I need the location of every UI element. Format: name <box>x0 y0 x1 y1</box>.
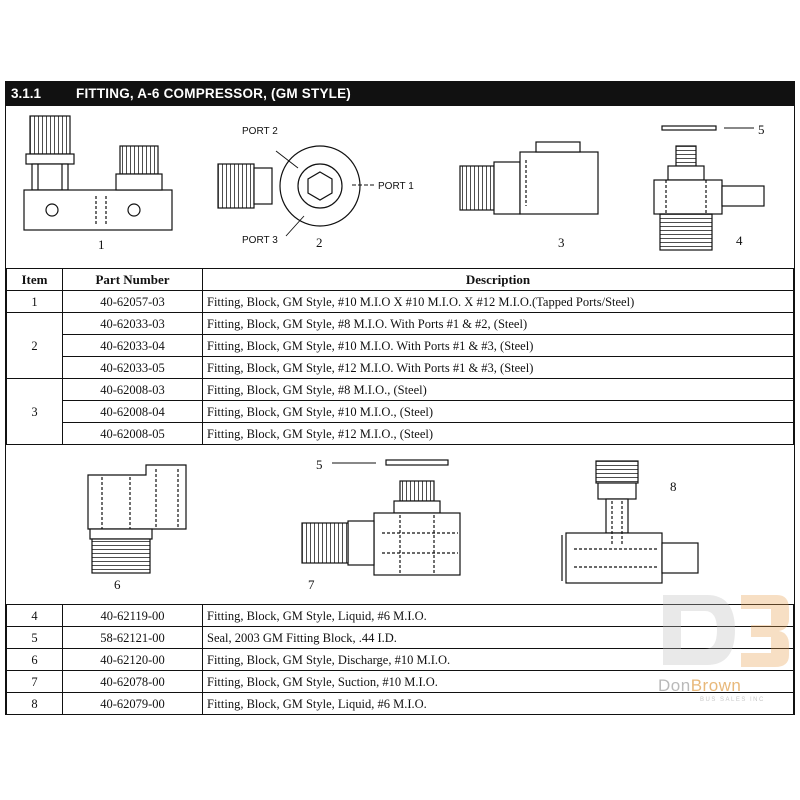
table-row: 2 40-62033-03 Fitting, Block, GM Style, … <box>6 312 794 379</box>
part-number-cell: 58-62121-00 <box>62 626 203 649</box>
section-number: 3.1.1 <box>11 86 42 101</box>
part-number-cell: 40-62119-00 <box>62 604 203 627</box>
section-header: 3.1.1 FITTING, A-6 COMPRESSOR, (GM STYLE… <box>6 82 794 106</box>
description-cell: Fitting, Block, GM Style, Discharge, #10… <box>202 648 794 671</box>
part-number-cell: 40-62078-00 <box>62 670 203 693</box>
table-row: 3 40-62008-03 Fitting, Block, GM Style, … <box>6 378 794 445</box>
col-header-part-number: Part Number <box>62 268 203 291</box>
figures-bottom: 5 6 7 8 <box>6 444 794 605</box>
item-cell: 4 <box>6 604 63 627</box>
seal-callout-bottom: 5 <box>316 457 323 472</box>
description-cell: Fitting, Block, GM Style, Liquid, #6 M.I… <box>202 604 794 627</box>
col-header-description: Description <box>202 268 794 291</box>
watermark-brand: DonBrown <box>658 676 741 696</box>
table-row: 40-62033-05 Fitting, Block, GM Style, #1… <box>7 356 794 379</box>
figure-label-1: 1 <box>98 237 105 252</box>
description-cell: Fitting, Block, GM Style, #10 M.I.O., (S… <box>202 400 794 423</box>
fitting-figure-2 <box>217 145 376 237</box>
figures-bottom-drawing: 5 6 7 8 <box>87 457 699 592</box>
table-row: 40-62008-04 Fitting, Block, GM Style, #1… <box>7 400 794 423</box>
figure-label-6: 6 <box>114 577 121 592</box>
figures-top-drawing: PORT 2 PORT 1 PORT 3 5 1 2 3 4 <box>23 115 765 252</box>
fitting-figure-6 <box>87 464 187 574</box>
section-title: FITTING, A-6 COMPRESSOR, (GM STYLE) <box>76 86 352 101</box>
part-number-cell: 40-62120-00 <box>62 648 203 671</box>
description-cell: Fitting, Block, GM Style, #12 M.I.O., (S… <box>202 422 794 445</box>
part-number-cell: 40-62057-03 <box>62 290 203 313</box>
item-cell: 7 <box>6 670 63 693</box>
parts-table-top: Item Part Number Description 1 40-62057-… <box>6 268 794 445</box>
part-number-cell: 40-62033-05 <box>62 356 203 379</box>
item-cell: 6 <box>6 648 63 671</box>
parts-sheet: 3.1.1 FITTING, A-6 COMPRESSOR, (GM STYLE… <box>5 81 795 715</box>
part-number-cell: 40-62008-04 <box>62 400 203 423</box>
fitting-figure-3 <box>459 141 599 215</box>
figures-top: PORT 2 PORT 1 PORT 3 5 1 2 3 4 <box>6 106 794 268</box>
table-row: 40-62008-05 Fitting, Block, GM Style, #1… <box>7 422 794 445</box>
part-number-cell: 40-62079-00 <box>62 692 203 715</box>
item-cell: 3 <box>6 378 63 445</box>
table-header-row: Item Part Number Description <box>6 268 794 291</box>
part-number-cell: 40-62008-03 <box>62 378 203 401</box>
item-cell: 5 <box>6 626 63 649</box>
col-header-item: Item <box>6 268 63 291</box>
description-cell: Fitting, Block, GM Style, #8 M.I.O., (St… <box>202 378 794 401</box>
fitting-figure-1 <box>23 115 173 231</box>
part-number-cell: 40-62033-03 <box>62 312 203 335</box>
port-2-label: PORT 2 <box>242 126 278 137</box>
parts-table-bottom: 4 40-62119-00 Fitting, Block, GM Style, … <box>6 604 794 715</box>
description-cell: Fitting, Block, GM Style, #8 M.I.O. With… <box>202 312 794 335</box>
fitting-figure-8 <box>561 460 699 584</box>
figure-label-8: 8 <box>670 479 677 494</box>
description-cell: Fitting, Block, GM Style, #12 M.I.O. Wit… <box>202 356 794 379</box>
fitting-figure-4 <box>653 125 765 251</box>
port-3-label: PORT 3 <box>242 235 278 246</box>
figure-label-2: 2 <box>316 235 323 250</box>
description-cell: Fitting, Block, GM Style, #10 M.I.O X #1… <box>202 290 794 313</box>
table-row: 40-62033-04 Fitting, Block, GM Style, #1… <box>7 334 794 357</box>
item-cell: 2 <box>6 312 63 379</box>
figure-label-7: 7 <box>308 577 315 592</box>
item-cell: 1 <box>6 290 63 313</box>
table-row: 8 40-62079-00 Fitting, Block, GM Style, … <box>6 692 794 715</box>
table-row: 4 40-62119-00 Fitting, Block, GM Style, … <box>6 604 794 627</box>
seal-callout-top: 5 <box>758 122 765 137</box>
watermark-subtitle: BUS SALES INC <box>700 697 765 703</box>
figure-label-4: 4 <box>736 233 743 248</box>
part-number-cell: 40-62033-04 <box>62 334 203 357</box>
fitting-figure-7 <box>301 459 461 576</box>
table-row: 6 40-62120-00 Fitting, Block, GM Style, … <box>6 648 794 671</box>
table-row: 5 58-62121-00 Seal, 2003 GM Fitting Bloc… <box>6 626 794 649</box>
port-1-label: PORT 1 <box>378 181 414 192</box>
description-cell: Fitting, Block, GM Style, Liquid, #6 M.I… <box>202 692 794 715</box>
watermark-brand-a: Don <box>658 676 691 695</box>
description-cell: Seal, 2003 GM Fitting Block, .44 I.D. <box>202 626 794 649</box>
watermark-brand-b: Brown <box>690 676 742 695</box>
table-row: 1 40-62057-03 Fitting, Block, GM Style, … <box>6 290 794 313</box>
figure-label-3: 3 <box>558 235 565 250</box>
item-cell: 8 <box>6 692 63 715</box>
part-number-cell: 40-62008-05 <box>62 422 203 445</box>
description-cell: Fitting, Block, GM Style, #10 M.I.O. Wit… <box>202 334 794 357</box>
